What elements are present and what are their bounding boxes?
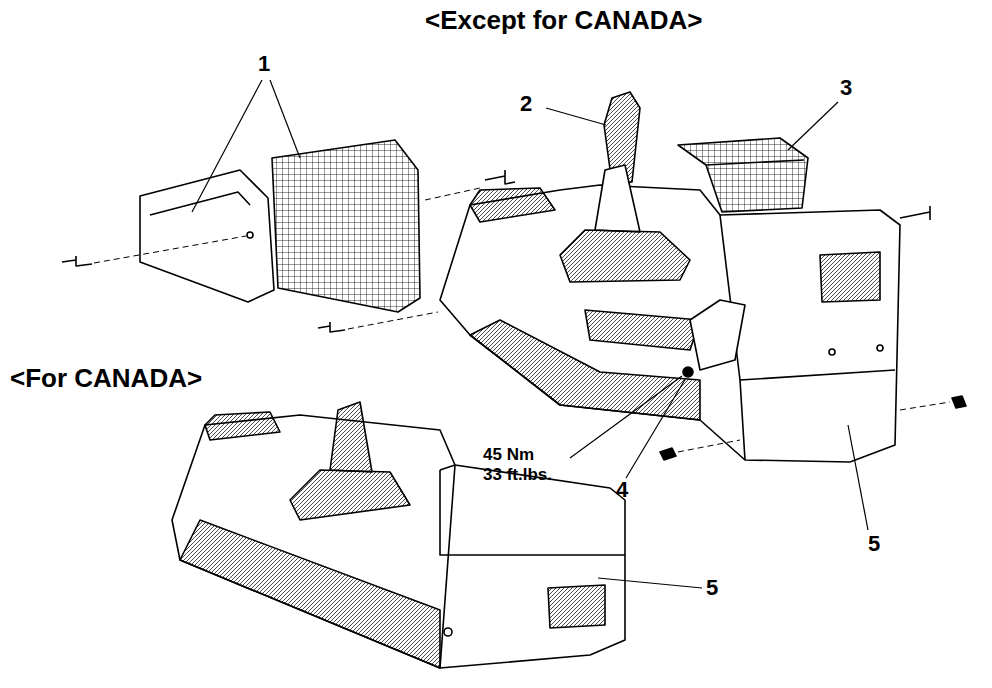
box-edge <box>706 160 804 165</box>
console-slot <box>820 252 880 302</box>
leader-line <box>598 578 702 588</box>
section-heading: <For CANADA> <box>10 364 202 393</box>
console-bracket <box>585 310 700 350</box>
canada-shade <box>180 520 440 668</box>
panel-hole <box>247 232 253 238</box>
leader-line <box>546 108 606 125</box>
console-front <box>470 188 555 222</box>
assembly-line <box>348 312 438 329</box>
callout-number: 2 <box>520 92 532 116</box>
callout-number: 4 <box>616 478 628 502</box>
leader-line <box>788 102 838 150</box>
screw <box>952 396 966 408</box>
canada-console <box>172 415 625 668</box>
assembly-line <box>425 188 480 200</box>
canada-slot <box>548 585 605 628</box>
leader-line <box>626 378 686 478</box>
canada-front <box>205 412 280 440</box>
console-body <box>440 185 900 462</box>
hole <box>877 345 883 351</box>
callout-number: 5 <box>706 576 718 600</box>
leader-line <box>570 376 682 458</box>
screw <box>485 170 515 184</box>
canada-boot <box>290 470 410 520</box>
bolt <box>683 367 693 377</box>
section-heading: <Except for CANADA> <box>425 6 702 35</box>
assembly-line <box>678 440 740 452</box>
callout-number: 5 <box>868 532 880 556</box>
console-shade <box>470 320 700 420</box>
leader-lines <box>192 80 868 588</box>
leader-line <box>192 80 262 212</box>
shift-boot <box>560 230 690 282</box>
rear-panel <box>272 140 420 312</box>
leader-line <box>270 80 300 158</box>
hole <box>444 628 452 636</box>
console-edge <box>740 370 895 380</box>
screw <box>318 322 345 332</box>
panel-edge <box>150 192 250 215</box>
assembly-line <box>900 402 950 410</box>
screw <box>900 206 930 220</box>
torque-value: 45 Nm <box>483 446 534 465</box>
canada-boot-top <box>330 402 372 472</box>
parking-lever <box>690 300 745 370</box>
callout-number: 1 <box>258 52 270 76</box>
screw <box>62 256 92 266</box>
callout-number: 3 <box>840 76 852 100</box>
side-panel <box>140 170 274 302</box>
screw <box>660 448 676 460</box>
torque-value: 33 ft.lbs. <box>483 466 552 485</box>
canada-edge <box>440 465 455 668</box>
shift-boot-top <box>595 165 640 232</box>
hole <box>829 349 835 355</box>
leader-line <box>848 425 868 530</box>
assembly-line <box>94 236 246 263</box>
